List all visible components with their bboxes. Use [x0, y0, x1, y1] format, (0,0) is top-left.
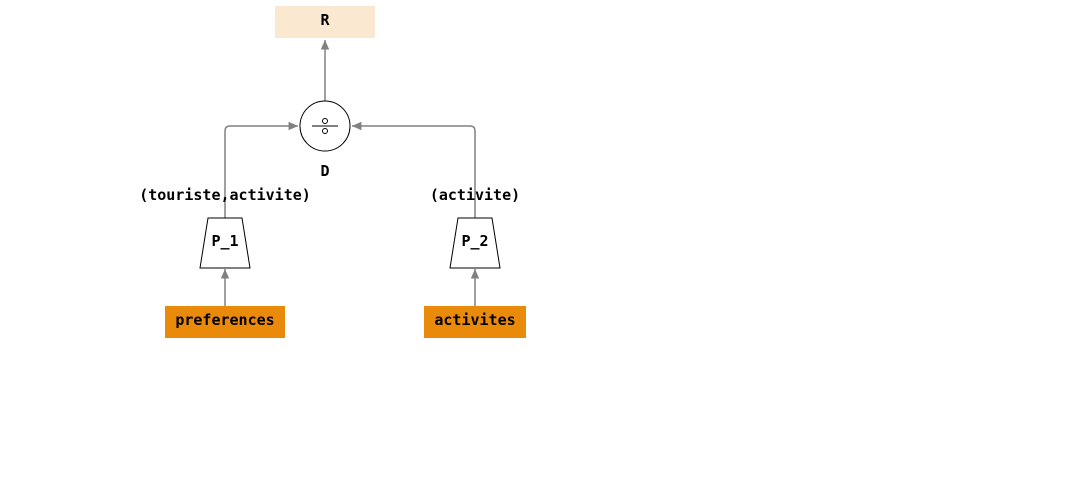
projection-1-node: (touriste,activite) P_1 [139, 186, 311, 269]
result-label: R [320, 11, 330, 29]
source-preferences-box [165, 306, 285, 338]
edges [220, 40, 480, 306]
source-preferences-node: preferences [165, 306, 285, 338]
edge-p1-to-division [224, 121, 298, 218]
source-activites-box [424, 306, 526, 338]
edge-p2-to-division [352, 121, 476, 218]
projection-1-label: P_1 [211, 232, 238, 250]
source-preferences-label: preferences [175, 311, 274, 329]
result-node: R [275, 6, 375, 38]
division-node: D [299, 100, 351, 180]
projection-1-trapezoid [199, 217, 251, 269]
projection-1-attributes: (touriste,activite) [139, 186, 311, 204]
projection-2-attributes: (activite) [430, 186, 520, 204]
division-label: D [320, 162, 329, 180]
projection-2-node: (activite) P_2 [430, 186, 520, 269]
division-icon [312, 118, 338, 134]
result-box [275, 6, 375, 38]
source-activites-label: activites [434, 311, 515, 329]
projection-2-trapezoid [449, 217, 501, 269]
source-activites-node: activites [424, 306, 526, 338]
projection-2-label: P_2 [461, 232, 488, 250]
